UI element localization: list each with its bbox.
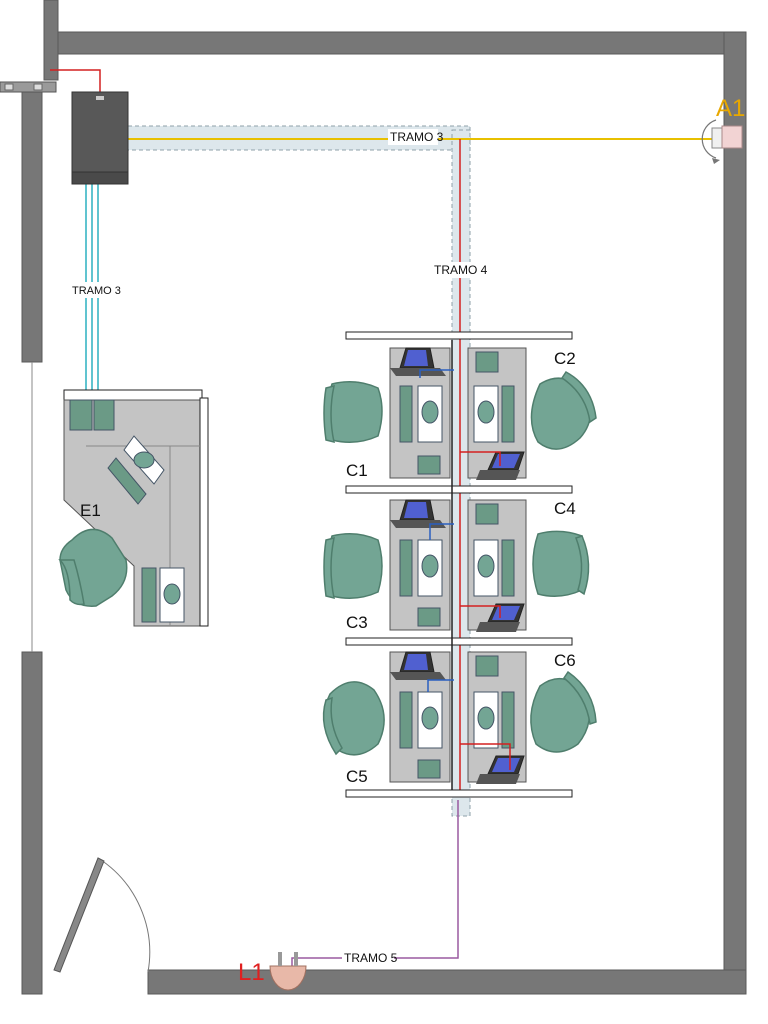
- wall-right: [723, 31, 747, 995]
- c6-label: C6: [554, 651, 576, 670]
- laptop-icon: [476, 603, 525, 632]
- workstation-c1[interactable]: C1: [323, 347, 451, 480]
- tramo3-left-label-group: TRAMO 3: [70, 282, 121, 298]
- door-leaf: [53, 857, 105, 973]
- wall-left-lower: [21, 651, 43, 995]
- tramo3-top-label: TRAMO 3: [390, 130, 444, 144]
- laptop-icon: [390, 651, 446, 680]
- walls: [0, 0, 747, 995]
- divider-top: [345, 331, 573, 340]
- wall-top-left-ledge: [0, 81, 57, 93]
- laptop-icon: [476, 451, 525, 480]
- tramo5-label: TRAMO 5: [344, 951, 398, 965]
- wall-left-upper: [21, 89, 43, 363]
- laptop-icon: [390, 347, 446, 376]
- workstation-c4[interactable]: C4: [467, 499, 590, 632]
- workstation-c2[interactable]: C2: [467, 347, 597, 480]
- c3-label: C3: [346, 613, 368, 632]
- workstation-e1[interactable]: E1: [58, 389, 209, 627]
- workstation-cluster: [345, 331, 573, 798]
- laptop-icon: [476, 755, 525, 784]
- cable-purple-l1: [291, 800, 459, 966]
- door[interactable]: [53, 857, 151, 973]
- c1-label: C1: [346, 461, 368, 480]
- c4-label: C4: [554, 499, 576, 518]
- divider-2: [345, 637, 573, 646]
- tramo3-top-label-group: TRAMO 3: [388, 129, 444, 145]
- office-chair-icon: [326, 533, 383, 599]
- tramo4-label-group: TRAMO 4: [432, 262, 488, 278]
- tramo4-label: TRAMO 4: [434, 263, 488, 277]
- wall-outlet-l1[interactable]: L1: [238, 952, 307, 991]
- e1-label: E1: [80, 501, 101, 520]
- c2-label: C2: [554, 349, 576, 368]
- c5-label: C5: [346, 767, 368, 786]
- wall-top-left-column: [43, 0, 59, 81]
- access-point-icon: [721, 125, 743, 149]
- laptop-icon: [390, 499, 446, 528]
- access-point-a1[interactable]: A1: [701, 95, 745, 164]
- wall-outlet-icon: [269, 965, 307, 991]
- tray-vertical: [451, 129, 471, 817]
- rack-cabinet[interactable]: [71, 91, 129, 185]
- divider-bottom: [345, 789, 573, 798]
- cable-red-rack: [50, 69, 101, 96]
- wall-top: [57, 31, 745, 55]
- e1-chair: [58, 528, 128, 607]
- tramo5-label-group: TRAMO 5: [342, 950, 398, 966]
- rack-cabinet-icon: [71, 91, 129, 185]
- workstation-c6[interactable]: C6: [467, 651, 597, 784]
- workstation-c5[interactable]: C5: [322, 651, 451, 786]
- a1-label: A1: [716, 95, 745, 122]
- divider-1: [345, 485, 573, 494]
- l1-label: L1: [238, 959, 265, 986]
- workstation-c3[interactable]: C3: [323, 499, 451, 632]
- tramo3-left-label: TRAMO 3: [72, 285, 121, 297]
- wall-bottom: [147, 969, 747, 995]
- office-chair-icon: [326, 381, 383, 443]
- cable-drops: [419, 369, 511, 770]
- door-swing-icon: [97, 857, 151, 973]
